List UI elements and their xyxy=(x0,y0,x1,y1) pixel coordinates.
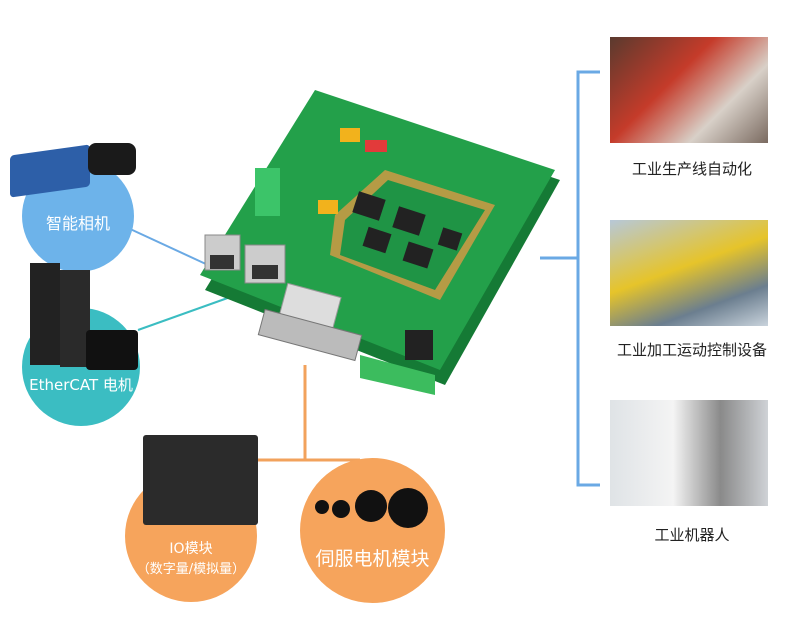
production-line-photo xyxy=(610,37,768,143)
application-bracket xyxy=(576,70,600,487)
servo-motor-circle: 伺服电机模块 xyxy=(300,458,445,603)
ethercat-motor-label: EtherCAT 电机 xyxy=(29,376,133,394)
industrial-robot-photo xyxy=(610,400,768,506)
io-module-label: IO模块 xyxy=(169,541,213,557)
servo-drive-image xyxy=(60,270,90,367)
servo-motor-image xyxy=(315,500,329,514)
smart-camera-label: 智能相机 xyxy=(45,214,110,233)
motor-image xyxy=(86,330,138,370)
application-label: 工业机器人 xyxy=(654,526,730,544)
servo-motor-image xyxy=(355,490,387,522)
application-label: 工业加工运动控制设备 xyxy=(616,341,767,359)
motion-control-photo xyxy=(610,220,768,326)
servo-motor-image xyxy=(388,488,428,528)
camera-link xyxy=(127,227,209,266)
io-module-image xyxy=(143,435,258,525)
controller-board xyxy=(200,90,560,395)
io-link xyxy=(255,365,360,462)
io-module-sublabel: （数字量/模拟量） xyxy=(136,562,246,577)
servo-motor-image xyxy=(332,500,350,518)
servo-drive-image xyxy=(30,263,60,365)
camera-lens xyxy=(88,143,136,175)
application-label: 工业生产线自动化 xyxy=(631,160,752,178)
servo-motor-label: 伺服电机模块 xyxy=(315,548,430,570)
